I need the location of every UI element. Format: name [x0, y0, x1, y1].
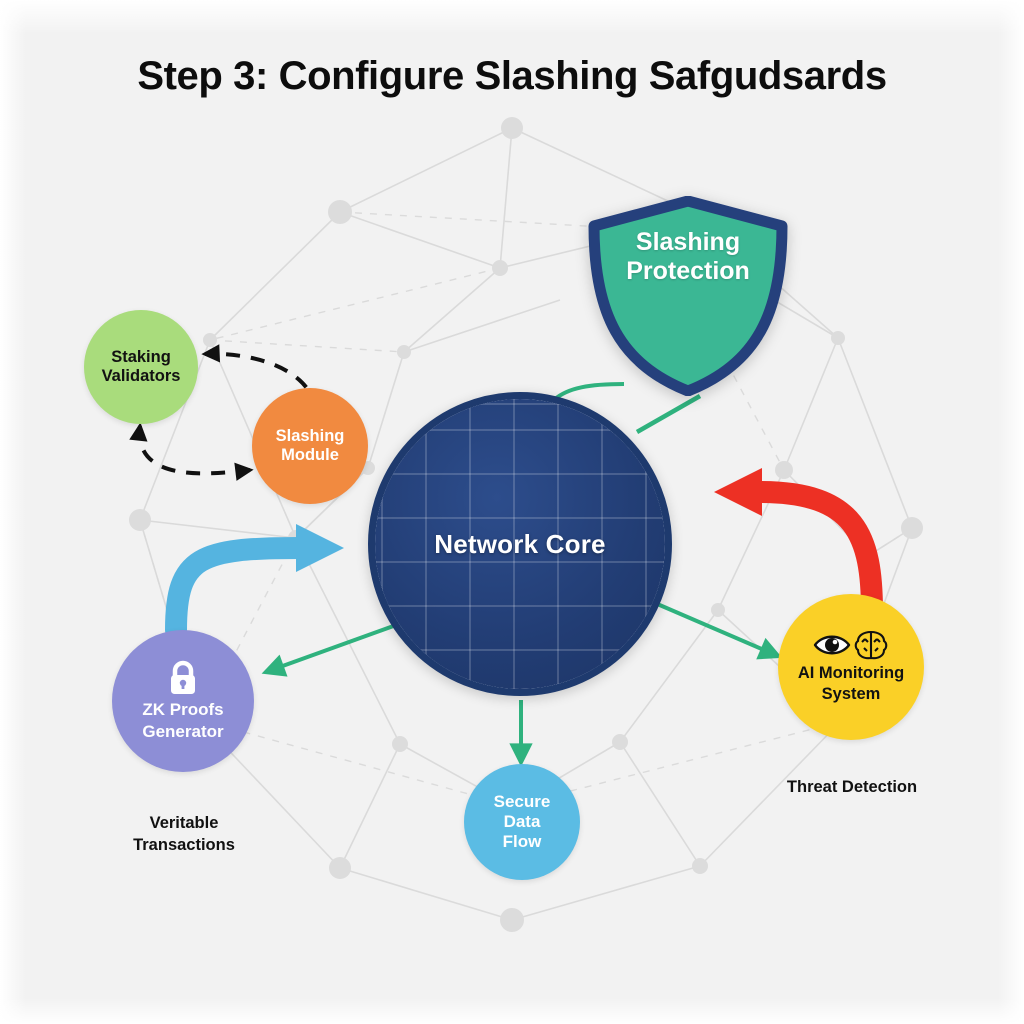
- staking-validators-node[interactable]: Staking Validators: [84, 310, 198, 424]
- connector-core-to-ai: [647, 598, 783, 660]
- connector-zk-to-core-thick: [165, 524, 344, 641]
- secure-data-flow-label-line1: Secure: [493, 792, 551, 812]
- lock-icon: [166, 660, 200, 696]
- connector-slashing-module-to-staking: [201, 344, 323, 414]
- ai-monitoring-system-label-line1: AI Monitoring: [797, 663, 905, 682]
- caption-verifiable-transactions: Veritable Transactions: [84, 812, 284, 857]
- network-core-label: Network Core: [434, 528, 606, 559]
- connector-shield-to-core-link: [635, 394, 702, 434]
- eye-icon: [813, 635, 851, 655]
- core-grid-pattern: [375, 399, 665, 689]
- connector-ai-to-core-thick: [714, 468, 883, 623]
- secure-data-flow-label-line2: Data: [503, 812, 541, 832]
- ai-monitoring-system-label-line2: System: [821, 685, 881, 703]
- secure-data-flow-node[interactable]: Secure Data Flow: [464, 764, 580, 880]
- slashing-module-label-line2: Module: [281, 446, 339, 464]
- brain-icon: [854, 630, 888, 660]
- secure-data-flow-label-line3: Flow: [502, 831, 542, 851]
- connector-core-to-zk: [261, 618, 411, 677]
- slashing-protection-shield[interactable]: [586, 196, 790, 396]
- zk-proofs-generator-node[interactable]: ZK Proofs Generator: [112, 630, 254, 772]
- zk-proofs-generator-label-line2: Generator: [142, 722, 224, 741]
- staking-validators-label-line2: Validators: [101, 367, 181, 385]
- caption-threat-detection: Threat Detection: [786, 778, 918, 796]
- zk-proofs-generator-label-line1: ZK Proofs: [142, 700, 224, 720]
- staking-validators-label-line1: Staking: [111, 347, 171, 366]
- caption-verifiable-line2: Transactions: [133, 836, 235, 855]
- page-title: Step 3: Configure Slashing Safgudsards: [137, 54, 887, 98]
- ai-icon-group: [813, 630, 889, 660]
- slashing-module-label-line1: Slashing: [275, 426, 345, 445]
- slashing-module-node[interactable]: Slashing Module: [252, 388, 368, 504]
- connector-staking-to-slashing-module: [129, 422, 254, 481]
- caption-verifiable-line1: Veritable: [149, 814, 219, 832]
- network-core-node[interactable]: Network Core: [368, 392, 672, 696]
- ai-monitoring-system-node[interactable]: AI Monitoring System: [778, 594, 924, 740]
